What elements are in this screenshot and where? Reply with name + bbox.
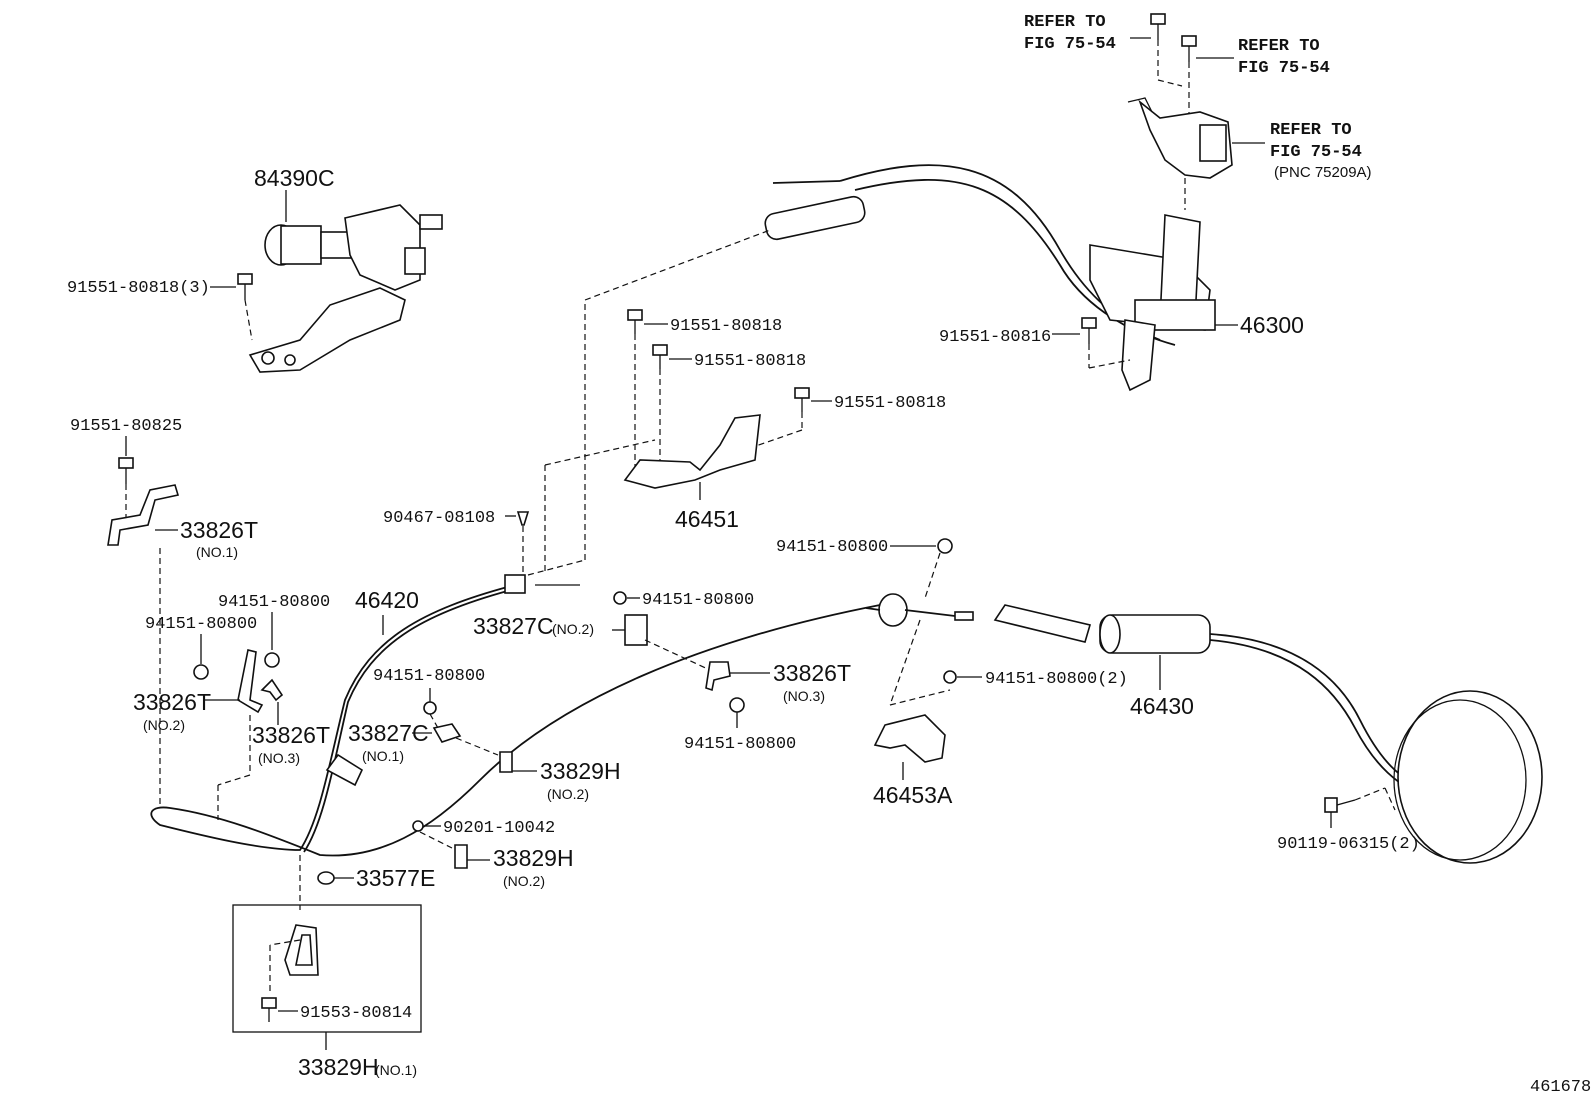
label-33826T-no3b-sub: (NO.3) — [783, 688, 825, 704]
label-33826T-no1-sub: (NO.1) — [196, 544, 238, 560]
nut-icon — [729, 697, 745, 713]
part-33829H-no2-clip-b — [454, 844, 468, 869]
label-90467-08108: 90467-08108 — [383, 509, 495, 528]
label-94151-80800-c: 94151-80800 — [373, 667, 485, 686]
part-33826T-no1-bracket — [107, 484, 180, 546]
label-33829H-no2b: 33829H — [493, 845, 574, 871]
refer-c-line1: REFER TO — [1270, 121, 1352, 140]
nut-icon — [193, 664, 209, 680]
nut-icon — [423, 701, 437, 715]
grommet-icon — [317, 871, 335, 885]
washer-icon — [412, 820, 424, 832]
part-46300-cable-assembly — [764, 164, 1238, 392]
label-94151-80800-a: 94151-80800 — [218, 593, 330, 612]
bolt-icon — [1324, 797, 1356, 813]
label-33826T-no2: 33826T — [133, 689, 211, 715]
bolt-icon — [118, 457, 134, 484]
nut-icon — [937, 538, 953, 554]
part-33829H-no2-clip-a — [499, 751, 513, 773]
refer-c-line2: FIG 75-54 — [1270, 143, 1362, 162]
label-46420: 46420 — [355, 587, 419, 613]
refer-a-line1: REFER TO — [1024, 13, 1106, 32]
label-46430: 46430 — [1130, 693, 1194, 719]
part-33826T-no3-clip — [260, 678, 284, 702]
label-33829H-no2a-sub: (NO.2) — [547, 786, 589, 802]
label-33826T-no3-sub: (NO.3) — [258, 750, 300, 766]
label-46453A: 46453A — [873, 782, 953, 808]
part-33826T-no2-bracket — [237, 649, 264, 714]
bracket-assembly-top-right: REFER TO FIG 75-54 REFER TO FIG 75-54 RE… — [1024, 13, 1372, 210]
label-90201-10042: 90201-10042 — [443, 819, 555, 838]
label-33829H-no2a: 33829H — [540, 758, 621, 784]
part-46453A-bracket — [873, 714, 946, 763]
label-94151-80800-2: 94151-80800(2) — [985, 670, 1128, 689]
label-91551-80825: 91551-80825 — [70, 417, 182, 436]
label-91551-80818-3: 91551-80818(3) — [67, 279, 210, 298]
clip-icon — [516, 511, 530, 526]
part-33827C-no2-clip — [624, 614, 648, 646]
bolt-icon — [627, 309, 643, 334]
label-90119-06315-2: 90119-06315(2) — [1277, 835, 1420, 854]
brake-drum-backing-plate — [1393, 690, 1543, 864]
label-33826T-no3: 33826T — [252, 722, 330, 748]
figure-number: 461678 — [1530, 1078, 1591, 1097]
label-33827C-no2: 33827C — [473, 613, 554, 639]
label-33829H-no1-sub: (NO.1) — [375, 1062, 417, 1078]
label-46451: 46451 — [675, 506, 739, 532]
bolt-icon — [1081, 317, 1097, 344]
label-84390C: 84390C — [254, 165, 335, 191]
label-33829H-no1: 33829H — [298, 1054, 379, 1080]
label-94151-80800-e: 94151-80800 — [684, 735, 796, 754]
part-33826T-no3-bracket-b — [705, 661, 731, 692]
label-91553-80814: 91553-80814 — [300, 1004, 412, 1023]
refer-c-line3: (PNC 75209A) — [1274, 164, 1372, 181]
label-33827C-no2-sub: (NO.2) — [552, 621, 594, 637]
part-33827C-no1-clip — [432, 723, 462, 743]
refer-a-line2: FIG 75-54 — [1024, 35, 1116, 54]
label-33826T-no1: 33826T — [180, 517, 258, 543]
bolt-icon — [261, 997, 277, 1022]
nut-icon — [613, 591, 627, 605]
part-equalizer — [865, 593, 974, 627]
label-33826T-no2-sub: (NO.2) — [143, 717, 185, 733]
bolt-icon — [794, 387, 810, 412]
label-91551-80818-b: 91551-80818 — [694, 352, 806, 371]
nut-icon — [943, 670, 957, 684]
nut-icon — [264, 652, 280, 668]
bolt-icon — [1181, 35, 1197, 62]
refer-b-line1: REFER TO — [1238, 37, 1320, 56]
label-33829H-no2b-sub: (NO.2) — [503, 873, 545, 889]
label-94151-80800-f: 94151-80800 — [776, 538, 888, 557]
bolt-icon — [237, 273, 253, 300]
label-94151-80800-b: 94151-80800 — [145, 615, 257, 634]
label-33577E: 33577E — [356, 865, 435, 891]
label-33827C-no1-sub: (NO.1) — [362, 748, 404, 764]
bolt-icon — [1150, 13, 1166, 40]
label-91551-80816: 91551-80816 — [939, 328, 1051, 347]
refer-b-line2: FIG 75-54 — [1238, 59, 1330, 78]
label-91551-80818-c: 91551-80818 — [834, 394, 946, 413]
inset-box-33829H-no1 — [232, 904, 422, 1033]
label-33827C-no1: 33827C — [348, 720, 429, 746]
label-46300: 46300 — [1240, 312, 1304, 338]
label-33826T-no3b: 33826T — [773, 660, 851, 686]
label-91551-80818-a: 91551-80818 — [670, 317, 782, 336]
part-46420-cable — [150, 574, 881, 857]
label-94151-80800-d: 94151-80800 — [642, 591, 754, 610]
part-46451-bracket — [623, 414, 761, 489]
bolt-icon — [652, 344, 668, 369]
part-84390C-switch — [248, 190, 443, 373]
